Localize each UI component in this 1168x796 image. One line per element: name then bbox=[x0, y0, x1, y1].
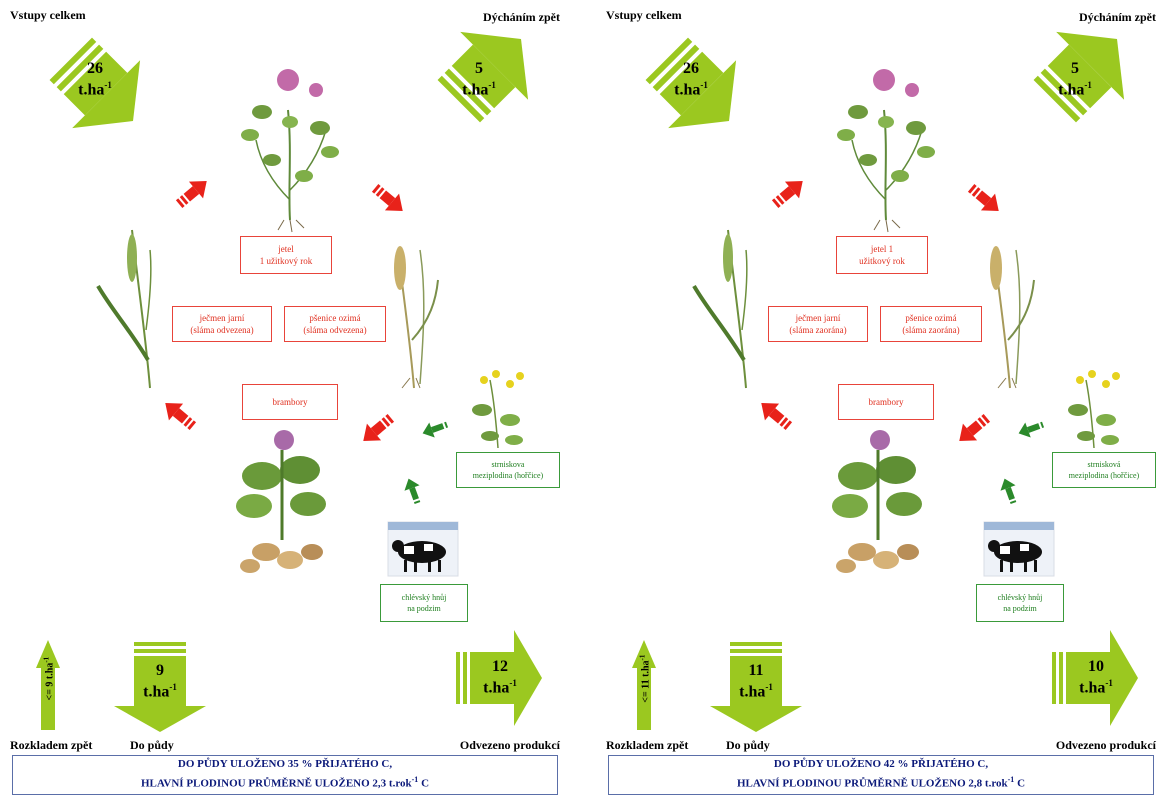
removed-arrow bbox=[456, 630, 542, 726]
decomposition-value: <= 11 t.ha-1 bbox=[638, 654, 652, 703]
crop-box-barley: ječmen jarní(sláma odvezena) bbox=[172, 306, 272, 342]
decomposition-label: Rozkladem zpět bbox=[10, 738, 93, 752]
respiration-arrow bbox=[437, 31, 529, 123]
wheat-illustration bbox=[990, 246, 1035, 389]
summary-line-2: HLAVNÍ PLODINOU PRŮMĚRNĚ ULOŽENO 2,8 t.r… bbox=[736, 775, 1026, 790]
decomposition-value: <= 9 t.ha-1 bbox=[42, 656, 56, 701]
to-soil-arrow bbox=[710, 642, 802, 732]
to-soil-value: 9 t.ha-1 bbox=[143, 662, 177, 701]
removed-value: 10 t.ha-1 bbox=[1079, 658, 1113, 697]
to-soil-label: Do půdy bbox=[726, 738, 770, 752]
inputs-value: 26 t.ha-1 bbox=[78, 60, 112, 99]
barley-illustration bbox=[692, 229, 748, 389]
removed-value: 12 t.ha-1 bbox=[483, 658, 517, 697]
crop-box-wheat: pšenice ozimá(sláma zaorána) bbox=[880, 306, 982, 342]
respiration-label: Dýcháním zpět bbox=[483, 10, 560, 24]
cow-illustration bbox=[387, 521, 459, 577]
respiration-label: Dýcháním zpět bbox=[1079, 10, 1156, 24]
decomposition-arrow bbox=[36, 640, 60, 730]
summary-line-1: DO PŮDY ULOŽENO 42 % PŘIJATÉHO C, bbox=[773, 758, 989, 770]
inputs-value: 26 t.ha-1 bbox=[674, 60, 708, 99]
input-arrow bbox=[645, 37, 737, 129]
input-arrow bbox=[49, 37, 141, 129]
summary-line-1: DO PŮDY ULOŽENO 35 % PŘIJATÉHO C, bbox=[177, 758, 393, 770]
respiration-arrow bbox=[1033, 31, 1125, 123]
crop-box-potatoes: brambory bbox=[838, 384, 934, 420]
wheat-illustration bbox=[394, 246, 439, 389]
to-soil-label: Do půdy bbox=[130, 738, 174, 752]
crop-box-potatoes: brambory bbox=[242, 384, 338, 420]
barley-illustration bbox=[96, 229, 152, 389]
panel-straw-incorporated: Vstupy celkem Dýcháním zpět 26 t.ha-1 5 … bbox=[596, 0, 1168, 796]
diagram-graphics bbox=[632, 31, 1138, 732]
diagram-graphics bbox=[36, 31, 542, 732]
decomposition-arrow bbox=[632, 640, 656, 730]
crop-box-barley: ječmen jarní(sláma zaorána) bbox=[768, 306, 868, 342]
removed-label: Odvezeno produkcí bbox=[459, 738, 560, 752]
inputs-label: Vstupy celkem bbox=[606, 8, 682, 22]
removed-label: Odvezeno produkcí bbox=[1055, 738, 1156, 752]
removed-arrow bbox=[1052, 630, 1138, 726]
potato-illustration bbox=[236, 430, 326, 573]
decomposition-label: Rozkladem zpět bbox=[606, 738, 689, 752]
to-soil-arrow bbox=[114, 642, 206, 732]
clover-illustration bbox=[837, 69, 935, 233]
potato-illustration bbox=[832, 430, 922, 573]
respiration-value: 5 t.ha-1 bbox=[1058, 60, 1092, 99]
crop-box-wheat: pšenice ozimá(sláma odvezena) bbox=[284, 306, 386, 342]
panel-straw-removed: Vstupy celkem Dýcháním zpět 26 t.ha-1 5 … bbox=[0, 0, 574, 796]
respiration-value: 5 t.ha-1 bbox=[462, 60, 496, 99]
clover-illustration bbox=[241, 69, 339, 233]
summary-box: DO PŮDY ULOŽENO 42 % PŘIJATÉHO C, HLAVNÍ… bbox=[608, 755, 1154, 795]
mustard-illustration bbox=[472, 370, 524, 449]
to-soil-value: 11 t.ha-1 bbox=[739, 662, 773, 701]
summary-line-2: HLAVNÍ PLODINOU PRŮMĚRNĚ ULOŽENO 2,3 t.r… bbox=[140, 775, 430, 790]
mustard-illustration bbox=[1068, 370, 1120, 449]
cow-illustration bbox=[983, 521, 1055, 577]
inputs-label: Vstupy celkem bbox=[10, 8, 86, 22]
summary-box: DO PŮDY ULOŽENO 35 % PŘIJATÉHO C, HLAVNÍ… bbox=[12, 755, 558, 795]
